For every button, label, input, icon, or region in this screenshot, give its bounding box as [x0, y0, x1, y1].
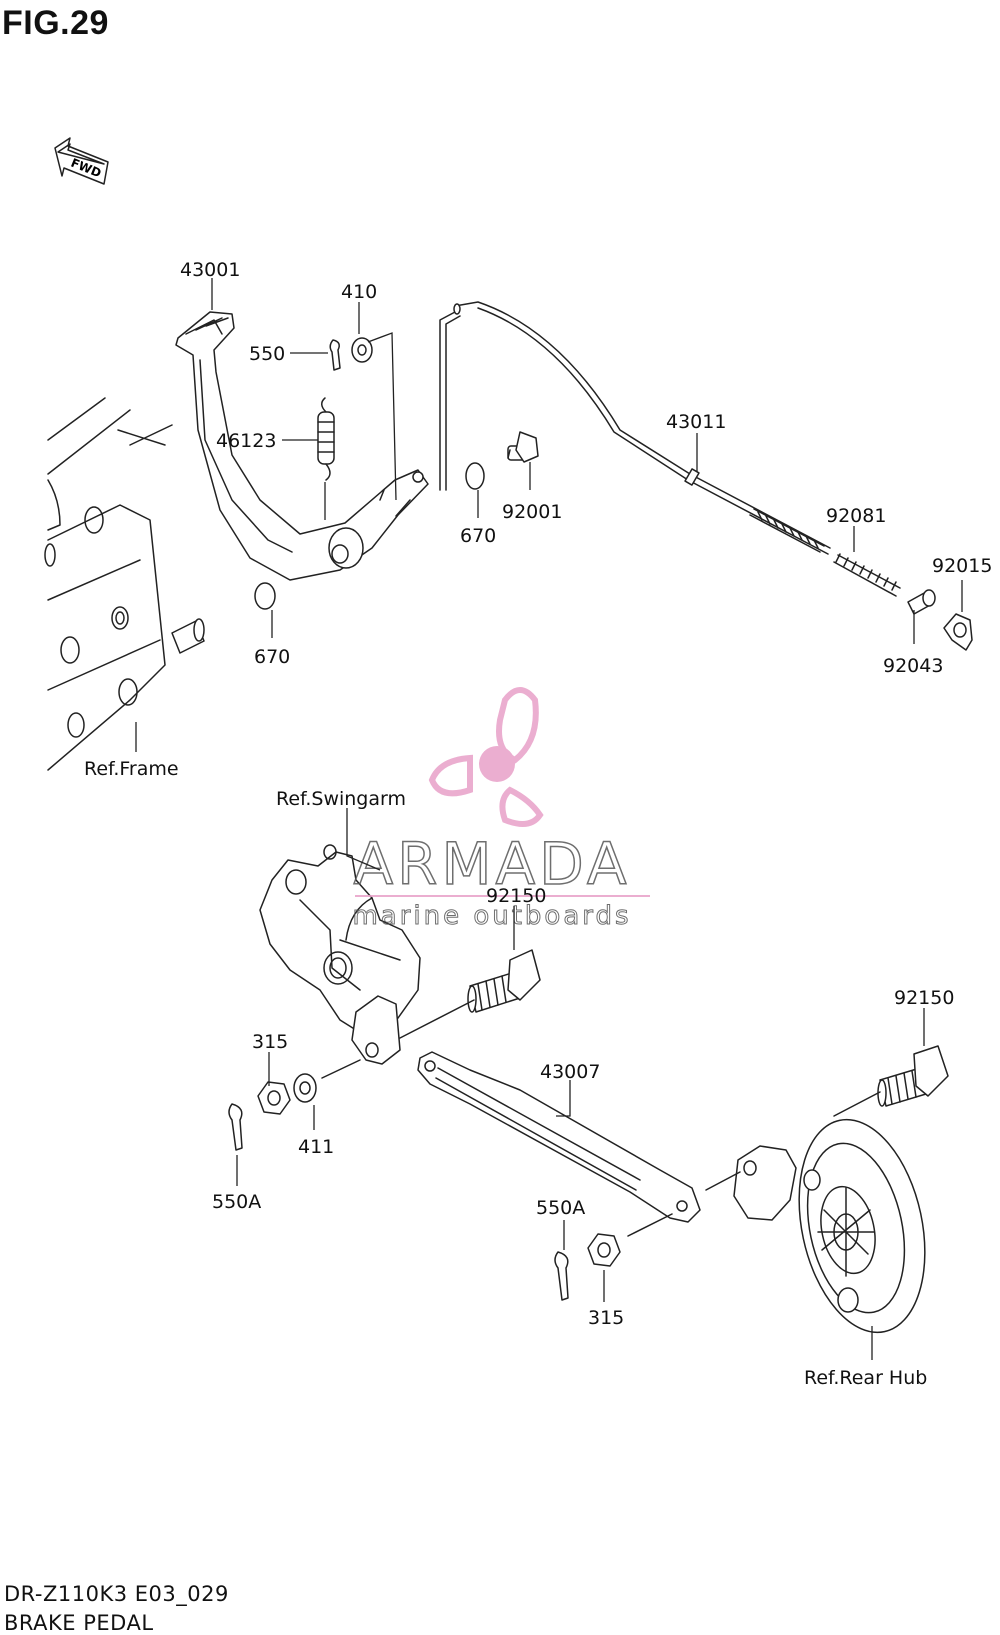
label-43001: 43001	[180, 259, 240, 281]
label-550a-left: 550A	[212, 1191, 261, 1213]
label-410: 410	[341, 281, 377, 303]
label-670-upper: 670	[460, 525, 496, 547]
armada-watermark-logo: ARMADA marine outboards	[352, 687, 650, 932]
washer-410	[351, 337, 373, 363]
model-code: DR-Z110K3 E03_029	[4, 1582, 229, 1606]
label-411: 411	[298, 1136, 334, 1158]
swingarm-reference-drawing	[259, 844, 421, 1065]
spring-46123	[317, 397, 335, 481]
spring-92081	[833, 553, 901, 597]
nut-315-left	[257, 1081, 291, 1115]
label-670-lower: 670	[254, 646, 290, 668]
adjuster-nut-92015	[943, 613, 973, 651]
diagram-canvas: FWD	[44, 137, 992, 1389]
label-46123: 46123	[216, 430, 276, 452]
cotter-pin-550a-right	[554, 1251, 569, 1301]
label-ref-frame: Ref.Frame	[84, 758, 179, 780]
label-550a-right: 550A	[536, 1197, 585, 1219]
bolt-92001	[507, 431, 539, 463]
label-ref-rear-hub: Ref.Rear Hub	[804, 1367, 927, 1389]
nut-315-right	[587, 1233, 621, 1267]
cotter-pin-550	[329, 339, 341, 371]
diagram-name: BRAKE PEDAL	[4, 1611, 154, 1635]
label-550: 550	[249, 343, 285, 365]
collar-92043	[907, 589, 936, 615]
bolt-92150-upper	[399, 949, 541, 1039]
watermark-tagline: marine outboards	[352, 901, 631, 931]
label-315-right: 315	[588, 1307, 624, 1329]
rear-hub-reference-drawing	[705, 1118, 926, 1334]
label-92081: 92081	[826, 505, 886, 527]
torque-link-43007	[417, 1051, 701, 1237]
label-ref-swingarm: Ref.Swingarm	[276, 788, 406, 810]
label-43011: 43011	[666, 411, 726, 433]
label-92150-lower: 92150	[894, 987, 954, 1009]
o-ring-670-lower	[254, 582, 276, 610]
brake-rod-43011	[439, 301, 831, 555]
frame-reference-drawing	[44, 397, 205, 771]
figure-title: FIG.29	[2, 4, 109, 42]
watermark-brand: ARMADA	[353, 830, 630, 898]
brake-pedal-43001	[175, 311, 429, 581]
washer-411	[293, 1059, 361, 1103]
label-92015: 92015	[932, 555, 992, 577]
fwd-arrow-icon: FWD	[54, 137, 109, 185]
label-43007: 43007	[540, 1061, 600, 1083]
leader-lines	[135, 278, 963, 1360]
cotter-pin-550a-left	[228, 1103, 243, 1151]
label-315-left: 315	[252, 1031, 288, 1053]
o-ring-670-upper	[465, 462, 485, 490]
label-92150-upper: 92150	[486, 885, 546, 907]
label-92001: 92001	[502, 501, 562, 523]
bolt-92150-lower	[833, 1045, 949, 1117]
label-92043: 92043	[883, 655, 943, 677]
